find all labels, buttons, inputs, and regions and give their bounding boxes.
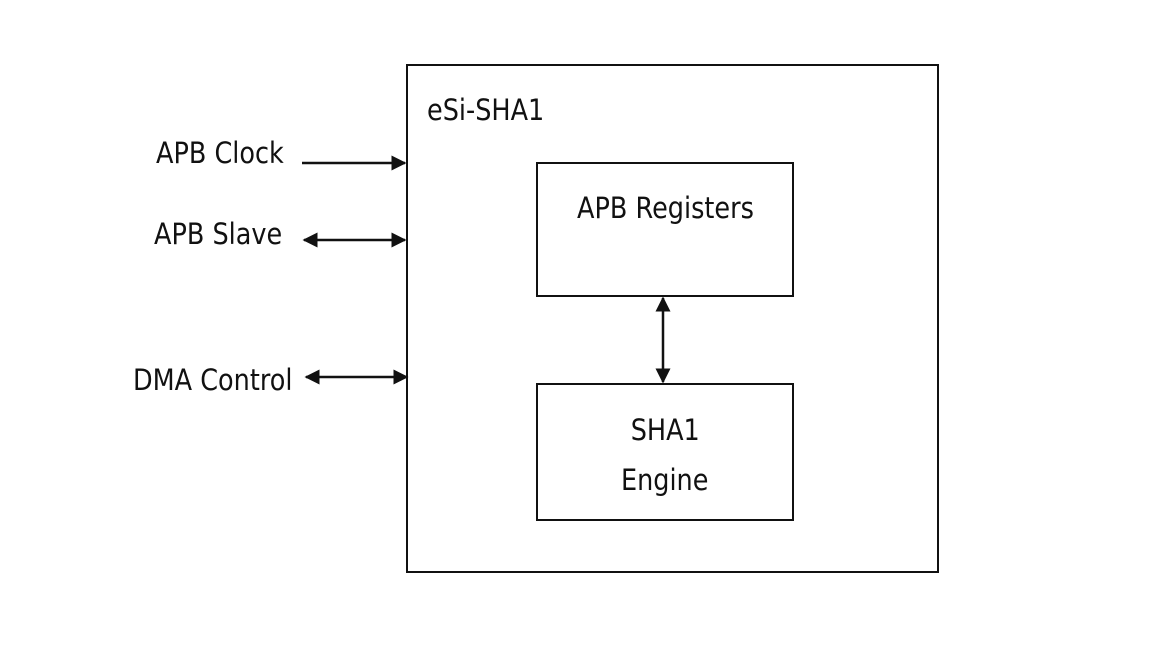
signal-label-apb-slave: APB Slave <box>154 217 283 251</box>
sha1-engine-block <box>536 383 794 521</box>
apb-registers-line-1: APB Registers <box>576 191 754 225</box>
sha1-engine-line-2: Engine <box>621 463 709 497</box>
outer-block-esi-sha1 <box>406 64 939 573</box>
apb-registers-label: APB Registers <box>537 183 793 233</box>
apb-registers-block <box>536 162 794 297</box>
signal-label-dma-control: DMA Control <box>133 363 293 397</box>
sha1-engine-line-1: SHA1 <box>630 413 700 447</box>
sha1-engine-label: SHA1 Engine <box>537 405 793 505</box>
signal-label-apb-clock: APB Clock <box>156 136 284 170</box>
outer-block-label: eSi-SHA1 <box>427 93 545 127</box>
